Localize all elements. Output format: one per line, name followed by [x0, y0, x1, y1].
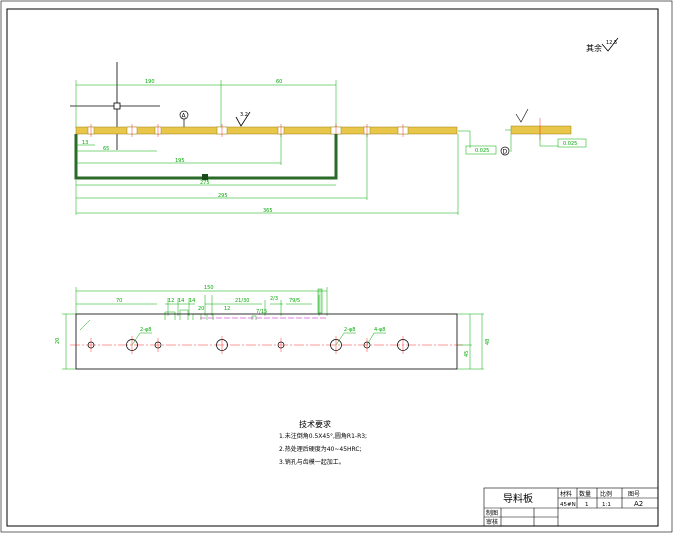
quantity-value: 1 — [585, 502, 589, 508]
col-scale: 比例 — [600, 490, 612, 498]
notes-heading: 技术要求 — [299, 419, 331, 429]
dim-14a: 14 — [178, 298, 184, 304]
dim-150: 150 — [204, 285, 214, 291]
part-name: 导料板 — [503, 492, 533, 505]
side-view-strip — [510, 125, 572, 135]
cursor-box — [113, 102, 121, 110]
roughness-value: 12.5 — [606, 40, 617, 46]
hole-label-3: 4-φ8 — [374, 327, 385, 333]
col-material: 材料 — [560, 490, 572, 498]
roughness-mark-value: 3.2 — [240, 112, 248, 118]
dim-20-left: 20 — [55, 338, 61, 344]
drawing-no-value: A2 — [634, 500, 643, 508]
title-block — [483, 487, 659, 527]
dim-14b: 14 — [189, 298, 195, 304]
scale-value: 1:1 — [602, 502, 611, 508]
flatness-value: 0.025 — [475, 148, 489, 154]
dim-12b: 12 — [224, 306, 230, 312]
note-1: 1.未注倒角0.5X45°,圆角R1-R3; — [279, 432, 367, 440]
dim-20: 20 — [198, 306, 204, 312]
dim-21-30: 21/30 — [235, 298, 249, 304]
col-quantity: 数量 — [579, 490, 591, 498]
front-view: 70 12 14 14 20 150 21/30 12 2/3 7/15 79/… — [55, 285, 491, 370]
dim-48: 48 — [485, 339, 491, 345]
datum-a-label: A — [182, 113, 187, 120]
dim-70: 70 — [116, 298, 122, 304]
selection-grip — [202, 174, 208, 180]
drawn-by-label: 制图 — [486, 509, 498, 517]
technical-notes: 技术要求 1.未注倒角0.5X45°,圆角R1-R3; 2.热处理后硬度为40~… — [279, 419, 367, 466]
side-tolerance: 0.025 — [563, 141, 577, 147]
checked-by-label: 审核 — [486, 518, 498, 526]
dim-295: 295 — [218, 193, 228, 199]
top-view: 190 60 A 3.2 — [70, 62, 587, 215]
material-value: 45#N — [560, 502, 576, 508]
dim-79-5: 79/5 — [289, 298, 300, 304]
note-3: 3.销孔与齿模一起加工。 — [279, 458, 345, 466]
sheet-inner-border — [6, 8, 659, 527]
tab-marker — [317, 288, 323, 314]
hole-label-2: 2-φ8 — [344, 327, 355, 333]
col-drawing-no: 图号 — [628, 491, 640, 498]
roughness-check-icon — [601, 37, 619, 52]
dim-65: 65 — [103, 146, 109, 152]
roughness-mark-icon — [235, 111, 251, 127]
hole-label-1: 2-φ8 — [140, 327, 151, 333]
dim-7-15: 7/15 — [256, 309, 267, 315]
dim-365: 365 — [263, 208, 273, 214]
dim-45: 45 — [464, 351, 470, 357]
selected-outline — [74, 134, 338, 180]
dim-60: 60 — [276, 79, 282, 85]
dim-13: 13 — [82, 140, 88, 146]
note-2: 2.热处理后硬度为40~45HRC; — [279, 445, 362, 453]
plate-strip — [75, 126, 458, 135]
dim-12: 12 — [168, 298, 174, 304]
dim-2-3: 2/3 — [270, 296, 278, 302]
dim-195: 195 — [175, 158, 185, 164]
roughness-label: 其余 — [586, 43, 602, 53]
dim-190: 190 — [145, 79, 155, 85]
general-roughness: 其余 12.5 — [586, 37, 619, 53]
datum-d-label: D — [503, 149, 508, 156]
dim-275: 275 — [200, 180, 210, 186]
datum-d-circle — [500, 146, 510, 156]
plate-front-outline — [75, 313, 458, 370]
